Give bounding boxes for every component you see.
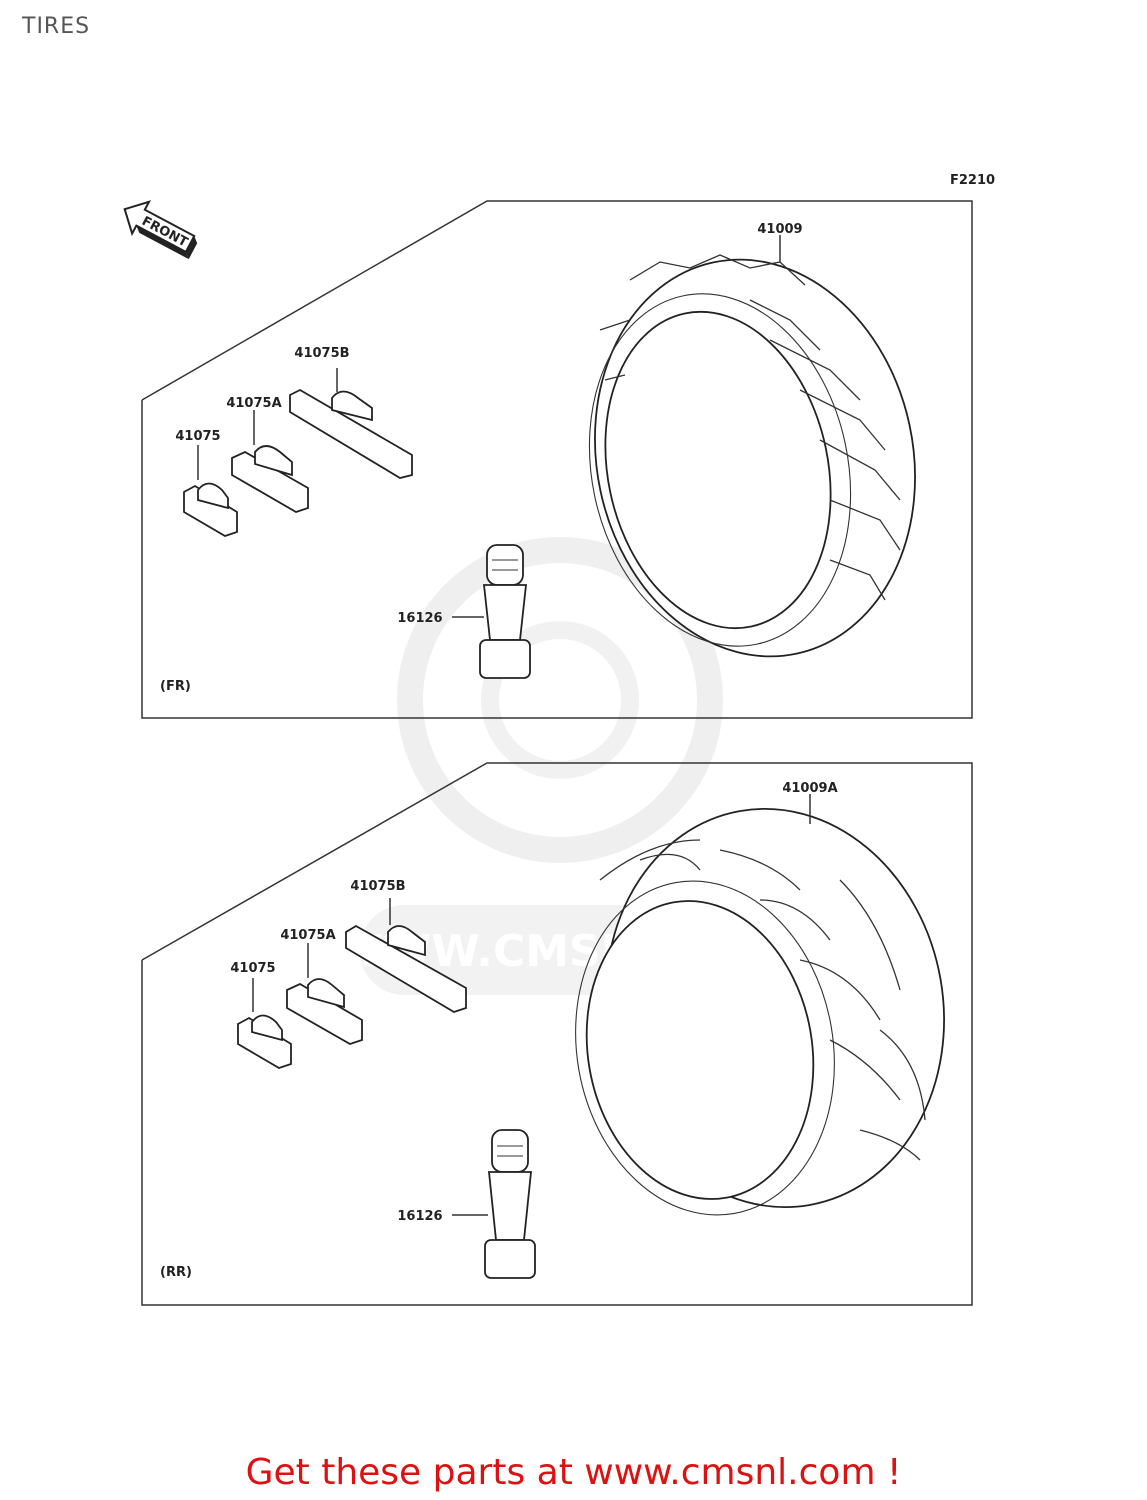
panel-rear: 41009A 41075B 41075A 41075 16126 xyxy=(141,762,973,1306)
figure-code: F2210 xyxy=(950,173,995,188)
rear-weight-large xyxy=(345,924,467,1013)
label-rear-tire: 41009A xyxy=(782,781,837,796)
front-valve xyxy=(479,544,531,679)
panel-front: 41009 41075B 41075A 41075 16126 xyxy=(141,200,973,719)
front-weight-small xyxy=(183,482,238,537)
label-rear-valve: 16126 xyxy=(397,1209,442,1224)
page-title: TIRES xyxy=(22,14,91,39)
label-rear-weight-large: 41075B xyxy=(350,879,405,894)
footer-link[interactable]: Get these parts at www.cmsnl.com ! xyxy=(245,1452,902,1493)
label-rear-weight-small: 41075 xyxy=(230,961,275,976)
label-front-weight-medium: 41075A xyxy=(226,396,281,411)
front-weight-medium xyxy=(231,445,309,513)
rear-weight-medium xyxy=(286,978,363,1045)
front-tire xyxy=(588,254,916,658)
label-front-weight-small: 41075 xyxy=(175,429,220,444)
label-front-weight-large: 41075B xyxy=(294,346,349,361)
label-rear-weight-medium: 41075A xyxy=(280,928,335,943)
panel-label-front: (FR) xyxy=(160,679,191,694)
label-front-valve: 16126 xyxy=(397,611,442,626)
rear-weight-small xyxy=(237,1014,292,1069)
panel-label-rear: (RR) xyxy=(160,1265,192,1280)
rear-tire xyxy=(575,807,945,1216)
front-weight-large xyxy=(289,388,413,479)
rear-valve xyxy=(484,1129,536,1279)
front-arrow-icon: FRONT xyxy=(123,200,198,260)
label-front-tire: 41009 xyxy=(757,222,802,237)
